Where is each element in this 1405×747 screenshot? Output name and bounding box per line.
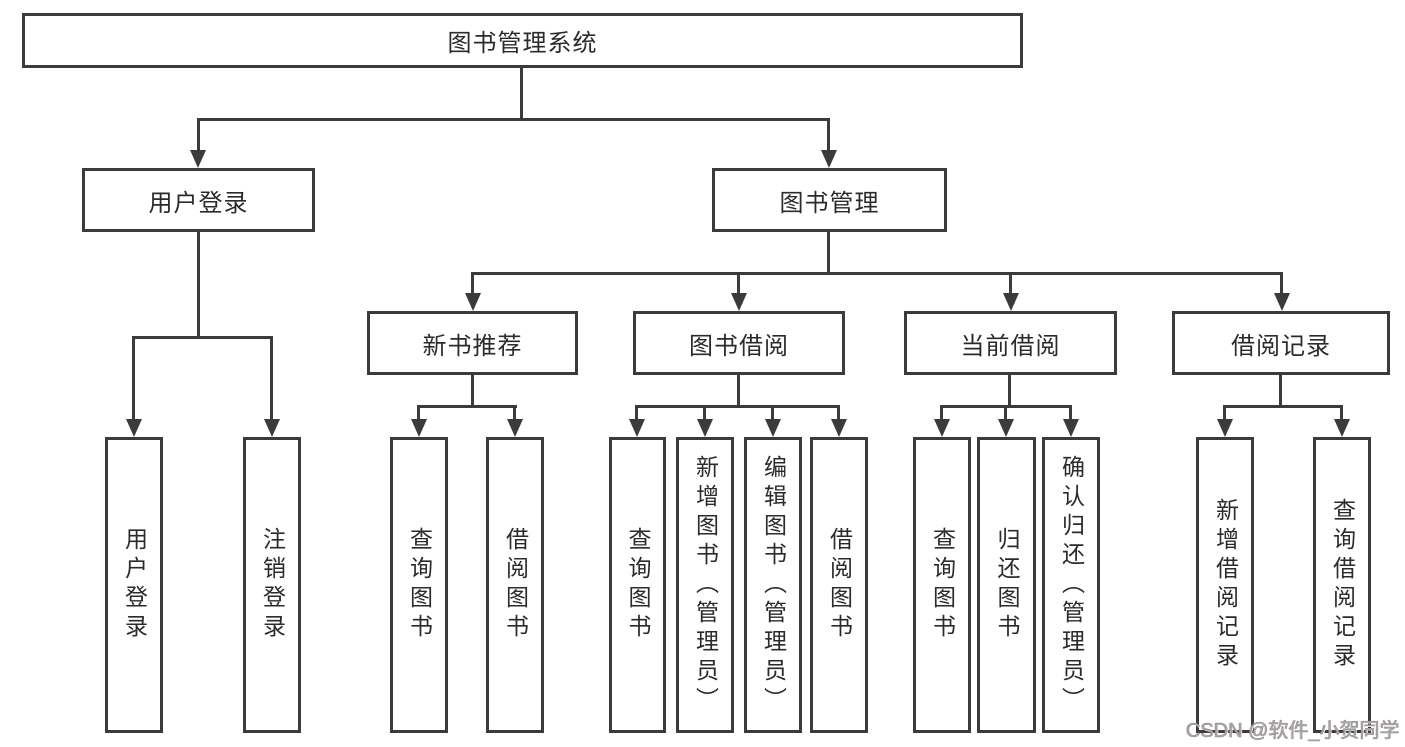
- arrowhead-down-icon: [465, 293, 481, 311]
- leaf-logout-label: 注销登录: [259, 527, 286, 643]
- node-user-login: 用户登录: [82, 168, 315, 232]
- arrowhead-down-icon: [821, 150, 837, 168]
- connector-line: [471, 375, 474, 405]
- arrowhead-down-icon: [411, 419, 427, 437]
- leaf-query-books-recommend-label: 查询图书: [406, 527, 433, 643]
- connector-line: [1280, 272, 1283, 295]
- connector-line: [197, 232, 200, 336]
- arrowhead-down-icon: [507, 419, 523, 437]
- connector-line: [471, 272, 474, 295]
- node-borrow-record: 借阅记录: [1172, 311, 1390, 375]
- connector-line: [1340, 405, 1343, 421]
- connector-line: [520, 68, 523, 118]
- arrowhead-down-icon: [1003, 293, 1019, 311]
- leaf-query-books-current-label: 查询图书: [929, 527, 956, 643]
- node-new-book-recommend-label: 新书推荐: [422, 332, 523, 360]
- connector-line: [703, 405, 706, 421]
- connector-line: [771, 405, 774, 421]
- node-root-label: 图书管理系统: [447, 30, 598, 57]
- arrowhead-down-icon: [629, 419, 645, 437]
- leaf-query-books-current: 查询图书: [913, 437, 971, 733]
- leaf-borrow-books-label: 借阅图书: [826, 527, 853, 643]
- connector-line: [471, 272, 1283, 275]
- leaf-logout: 注销登录: [243, 437, 301, 733]
- leaf-confirm-return-admin-label: 确认归还（管理员）: [1058, 454, 1085, 716]
- leaf-edit-books-admin: 编辑图书（管理员）: [744, 437, 802, 733]
- arrowhead-down-icon: [1063, 419, 1079, 437]
- connector-line: [132, 336, 135, 421]
- connector-line: [837, 405, 840, 421]
- node-book-management-label: 图书管理: [779, 189, 880, 217]
- node-current-borrow: 当前借阅: [904, 311, 1117, 375]
- node-new-book-recommend: 新书推荐: [367, 311, 578, 375]
- leaf-return-books: 归还图书: [977, 437, 1036, 733]
- connector-line: [1004, 405, 1007, 421]
- leaf-user-login-label: 用户登录: [121, 527, 148, 643]
- leaf-query-borrow-record: 查询借阅记录: [1313, 437, 1371, 733]
- leaf-borrow-books: 借阅图书: [810, 437, 868, 733]
- arrowhead-down-icon: [126, 419, 142, 437]
- leaf-query-books-borrow-label: 查询图书: [625, 527, 651, 643]
- arrowhead-down-icon: [1274, 293, 1290, 311]
- arrowhead-down-icon: [831, 419, 847, 437]
- connector-line: [827, 232, 830, 272]
- arrowhead-down-icon: [934, 419, 950, 437]
- leaf-borrow-books-recommend: 借阅图书: [486, 437, 544, 733]
- connector-line: [513, 405, 516, 421]
- leaf-return-books-label: 归还图书: [994, 527, 1020, 643]
- arrowhead-down-icon: [731, 293, 747, 311]
- connector-line: [1008, 375, 1011, 405]
- connector-line: [197, 118, 200, 152]
- connector-line: [133, 336, 273, 339]
- node-book-borrow: 图书借阅: [633, 311, 845, 375]
- node-borrow-record-label: 借阅记录: [1231, 332, 1331, 360]
- leaf-query-books-borrow: 查询图书: [609, 437, 666, 733]
- leaf-add-books-admin: 新增图书（管理员）: [676, 437, 734, 733]
- leaf-add-borrow-record-label: 新增借阅记录: [1212, 498, 1239, 672]
- connector-line: [1223, 405, 1226, 421]
- connector-line: [418, 405, 517, 408]
- connector-line: [1069, 405, 1072, 421]
- arrowhead-down-icon: [264, 419, 280, 437]
- node-user-login-label: 用户登录: [148, 189, 249, 217]
- connector-line: [270, 336, 273, 421]
- connector-line: [197, 118, 830, 121]
- node-book-management: 图书管理: [712, 168, 947, 232]
- arrowhead-down-icon: [1217, 419, 1233, 437]
- node-book-borrow-label: 图书借阅: [689, 332, 789, 360]
- leaf-query-books-recommend: 查询图书: [390, 437, 448, 733]
- arrowhead-down-icon: [998, 419, 1014, 437]
- connector-line: [737, 272, 740, 295]
- connector-line: [417, 405, 420, 421]
- leaf-query-borrow-record-label: 查询借阅记录: [1329, 498, 1356, 672]
- leaf-user-login: 用户登录: [105, 437, 163, 733]
- arrowhead-down-icon: [765, 419, 781, 437]
- leaf-confirm-return-admin: 确认归还（管理员）: [1042, 437, 1100, 733]
- connector-line: [1009, 272, 1012, 295]
- connector-line: [940, 405, 943, 421]
- arrowhead-down-icon: [1334, 419, 1350, 437]
- arrowhead-down-icon: [697, 419, 713, 437]
- node-current-borrow-label: 当前借阅: [960, 332, 1061, 360]
- node-root: 图书管理系统: [22, 13, 1023, 68]
- connector-line: [1224, 405, 1343, 408]
- connector-line: [737, 375, 740, 405]
- connector-line: [827, 118, 830, 152]
- leaf-add-books-admin-label: 新增图书（管理员）: [692, 454, 719, 716]
- watermark: CSDN @软件_小贺同学: [1186, 720, 1400, 743]
- leaf-add-borrow-record: 新增借阅记录: [1196, 437, 1254, 733]
- connector-line: [635, 405, 638, 421]
- connector-line: [1279, 375, 1282, 405]
- connector-line: [636, 405, 840, 408]
- leaf-borrow-books-recommend-label: 借阅图书: [502, 527, 529, 643]
- leaf-edit-books-admin-label: 编辑图书（管理员）: [760, 454, 787, 716]
- arrowhead-down-icon: [190, 150, 206, 168]
